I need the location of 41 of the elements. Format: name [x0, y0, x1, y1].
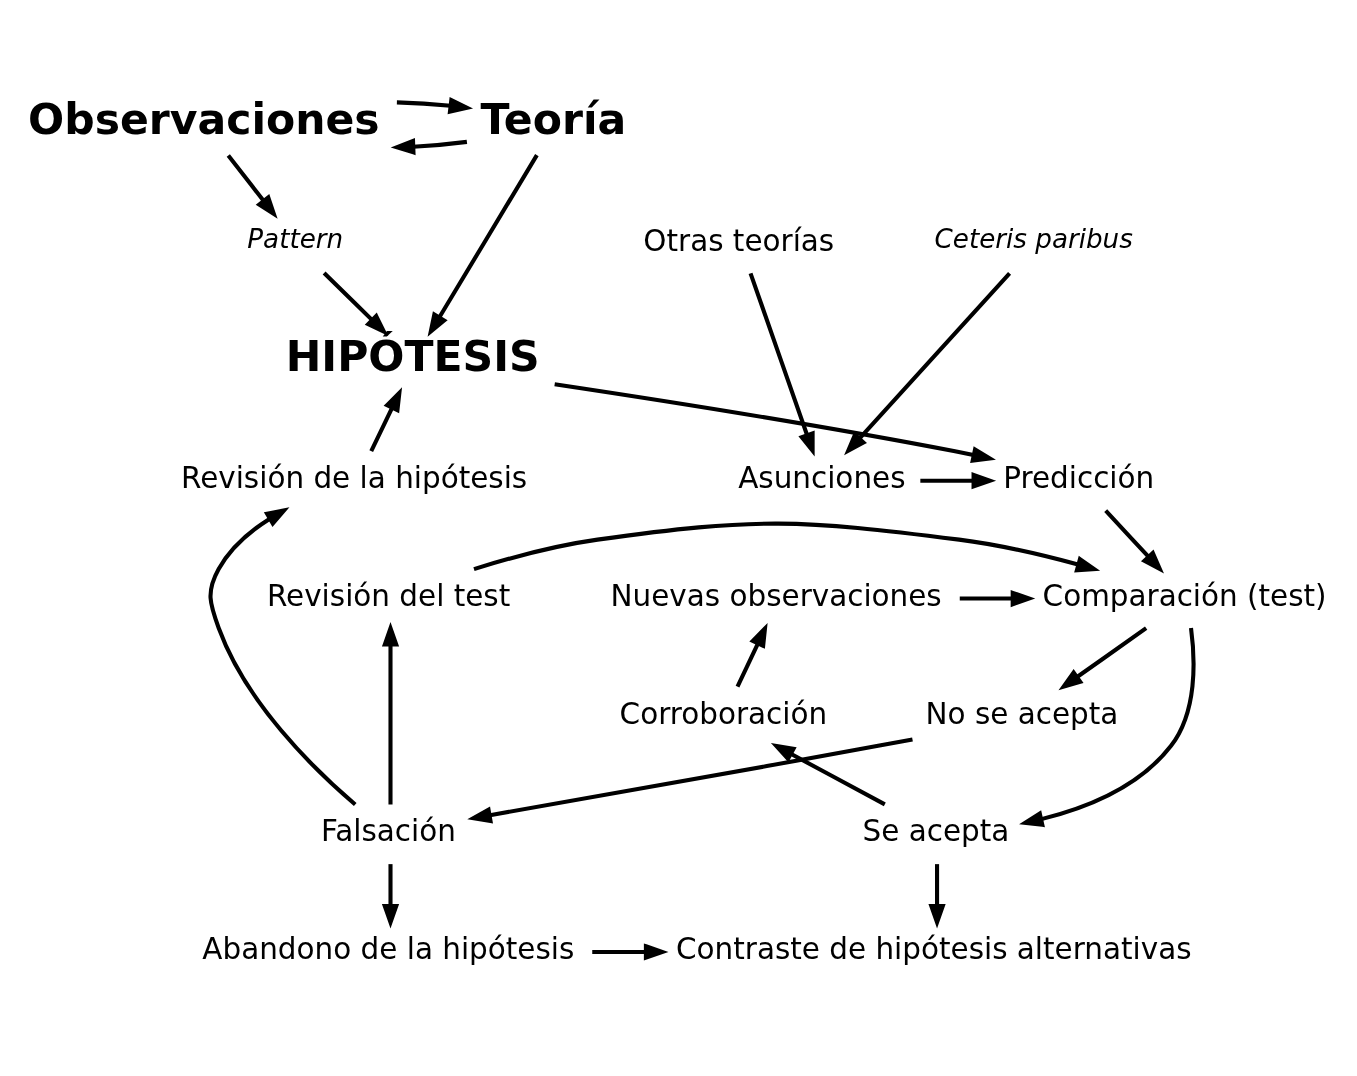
node-text: Revisión de la hipótesis — [181, 460, 528, 495]
arrow — [473, 521, 1101, 573]
arrow — [1104, 509, 1164, 574]
node-text: Corroboración — [619, 696, 828, 731]
arrow — [381, 622, 400, 805]
node-text: Falsación — [320, 814, 456, 849]
arrow — [390, 138, 468, 156]
arrow — [208, 507, 357, 807]
node-text: Predicción — [1003, 460, 1155, 495]
arrow — [770, 743, 886, 807]
node-text: Teoría — [480, 94, 627, 144]
arrow — [959, 589, 1036, 608]
node-text: Contraste de hipótesis alternativas — [676, 932, 1192, 967]
node-text: HIPÓTESIS — [285, 331, 540, 381]
arrow — [844, 271, 1012, 456]
node-text: Comparación (test) — [1042, 578, 1327, 613]
node-text: Revisión del test — [266, 578, 511, 613]
arrow — [322, 271, 389, 336]
node-text: Observaciones — [28, 94, 380, 144]
arrow — [928, 864, 946, 929]
arrow — [369, 387, 403, 453]
arrow — [226, 154, 278, 219]
arrow — [381, 864, 400, 929]
arrow — [592, 943, 669, 961]
node-text: Nuevas observaciones — [610, 578, 942, 613]
arrow — [748, 272, 815, 457]
node-text: Abandono de la hipótesis — [202, 932, 575, 967]
node-text: Ceteris paribus — [934, 224, 1133, 255]
node-text: Asunciones — [738, 460, 906, 495]
arrow — [1019, 627, 1196, 828]
node-text: No se acepta — [925, 696, 1119, 731]
arrow — [1058, 626, 1148, 691]
arrow — [467, 737, 913, 824]
arrow — [396, 97, 474, 115]
node-text: Pattern — [247, 224, 344, 255]
node-text: Se acepta — [862, 814, 1010, 849]
arrow — [735, 622, 768, 688]
arrow — [554, 382, 996, 464]
node-text: Otras teorías — [643, 223, 835, 258]
arrow — [427, 154, 539, 337]
arrow — [920, 472, 997, 490]
